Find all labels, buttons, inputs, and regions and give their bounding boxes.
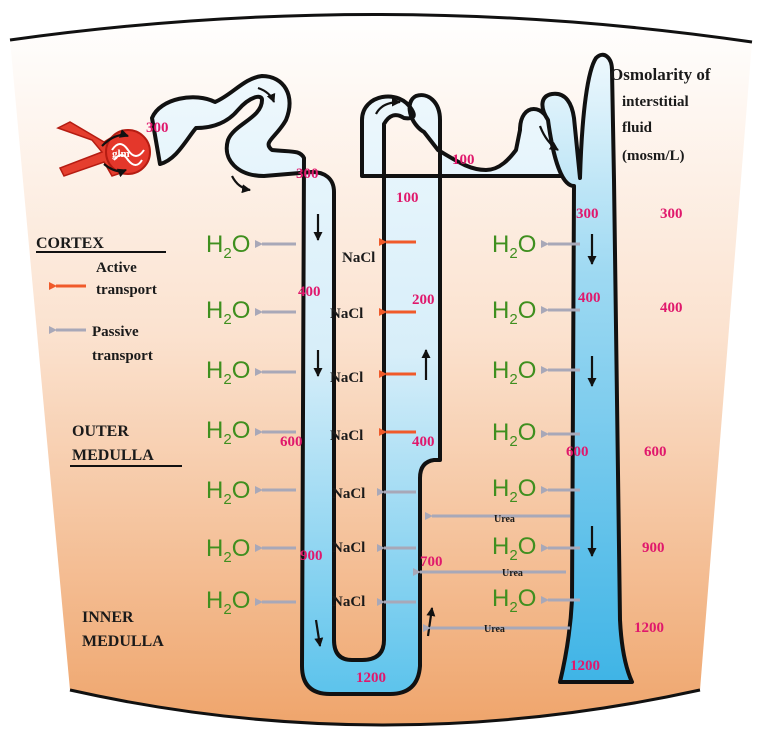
- interstitial-value-1200: 1200: [634, 620, 664, 636]
- legend-active-label-1: Active: [96, 260, 137, 276]
- legend-active-label-2: transport: [96, 282, 157, 298]
- tubule-value-dct: 100: [452, 152, 475, 168]
- tubule-value-loop-bottom: 1200: [356, 670, 386, 686]
- tubule-value-cd-600: 600: [566, 444, 589, 460]
- salt-label: NaCl: [330, 428, 363, 444]
- salt-label: NaCl: [332, 594, 365, 610]
- tubule-value-desc-400: 400: [298, 284, 321, 300]
- interstitial-value-300: 300: [660, 206, 683, 222]
- legend-passive-label-2: transport: [92, 348, 153, 364]
- header-line-1: Osmolarity of: [610, 65, 711, 84]
- salt-label: NaCl: [330, 370, 363, 386]
- tubule-value-asc-100: 100: [396, 190, 419, 206]
- zone-outer-label-2: MEDULLA: [72, 447, 154, 464]
- urea-label: Urea: [484, 624, 505, 635]
- zone-outer-label-1: OUTER: [72, 423, 129, 440]
- salt-label: NaCl: [342, 250, 375, 266]
- urea-label: Urea: [494, 514, 515, 525]
- header-line-3: fluid: [622, 120, 653, 136]
- zone-cortex: CORTEX: [36, 235, 104, 252]
- tubule-value-cd-400: 400: [578, 290, 601, 306]
- tubule-value-cd-300: 300: [576, 206, 599, 222]
- tubule-value-asc-200: 200: [412, 292, 435, 308]
- tubule-value-pct-end: 300: [296, 166, 319, 182]
- header-line-2: interstitial: [622, 94, 689, 110]
- urea-label: Urea: [502, 568, 523, 579]
- salt-label: NaCl: [332, 540, 365, 556]
- salt-label: NaCl: [330, 306, 363, 322]
- interstitial-value-400: 400: [660, 300, 683, 316]
- tubule-value-asc-700: 700: [420, 554, 443, 570]
- interstitial-value-600: 600: [644, 444, 667, 460]
- zone-inner-label-1: INNER: [82, 609, 134, 626]
- interstitial-value-900: 900: [642, 540, 665, 556]
- header-line-4: (mosm/L): [622, 148, 685, 164]
- tubule-value-desc-900: 900: [300, 548, 323, 564]
- legend-passive-label-1: Passive: [92, 324, 139, 340]
- tubule-value-desc-600: 600: [280, 434, 303, 450]
- tubule-value-bowman: 300: [146, 120, 169, 136]
- tubule-value-asc-400: 400: [412, 434, 435, 450]
- tubule-value-cd-1200: 1200: [570, 658, 600, 674]
- glomerulus-label: glm: [112, 148, 130, 160]
- zone-inner-label-2: MEDULLA: [82, 633, 164, 650]
- salt-label: NaCl: [332, 486, 365, 502]
